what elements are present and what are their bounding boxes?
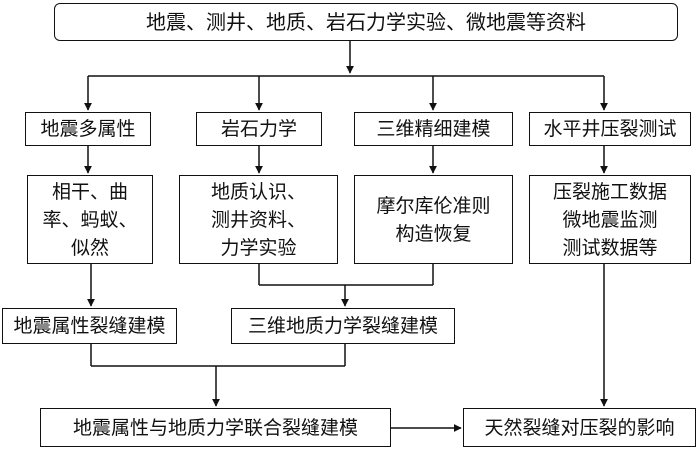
node-horizontal-fracturing: 水平井压裂测试 [529, 112, 691, 146]
node-seismic-fracture-model-label: 地震属性裂缝建模 [13, 315, 166, 337]
node-seismic-fracture-model: 地震属性裂缝建模 [2, 308, 177, 344]
node-top-source-label: 地震、测井、地质、岩石力学实验、微地震等资料 [146, 10, 586, 34]
node-natural-fracture-effect-label: 天然裂缝对压裂的影响 [484, 416, 675, 439]
node-geology-logging: 地质认识、 测井资料、 力学实验 [179, 175, 338, 264]
node-geomech-fracture-model: 三维地质力学裂缝建模 [231, 308, 455, 344]
node-natural-fracture-effect: 天然裂缝对压裂的影响 [463, 408, 696, 447]
node-geomech-fracture-model-label: 三维地质力学裂缝建模 [247, 315, 438, 337]
node-joint-fracture-model-label: 地震属性与地质力学联合裂缝建模 [72, 416, 358, 439]
node-coherence: 相干、曲 率、蚂蚁、 似然 [27, 175, 153, 264]
node-rock-mech-label: 岩石力学 [220, 118, 297, 140]
node-joint-fracture-model: 地震属性与地质力学联合裂缝建模 [40, 408, 391, 447]
node-fine-3d-model: 三维精细建模 [354, 112, 513, 146]
node-horizontal-fracturing-label: 水平井压裂测试 [543, 118, 677, 140]
node-coherence-label: 相干、曲 率、蚂蚁、 似然 [42, 180, 138, 259]
node-mohr-coulomb: 摩尔库伦准则 构造恢复 [354, 175, 513, 264]
node-seismic-attr-label: 地震多属性 [40, 118, 136, 140]
node-seismic-attr: 地震多属性 [25, 112, 151, 146]
node-fine-3d-model-label: 三维精细建模 [376, 118, 491, 140]
node-geology-logging-label: 地质认识、 测井资料、 力学实验 [210, 180, 306, 259]
node-rock-mech: 岩石力学 [196, 112, 322, 146]
node-top-source: 地震、测井、地质、岩石力学实验、微地震等资料 [54, 3, 678, 41]
node-fracturing-data: 压裂施工数据 微地震监测 测试数据等 [529, 175, 691, 264]
node-mohr-coulomb-label: 摩尔库伦准则 构造恢复 [376, 194, 491, 245]
node-fracturing-data-label: 压裂施工数据 微地震监测 测试数据等 [552, 180, 667, 259]
